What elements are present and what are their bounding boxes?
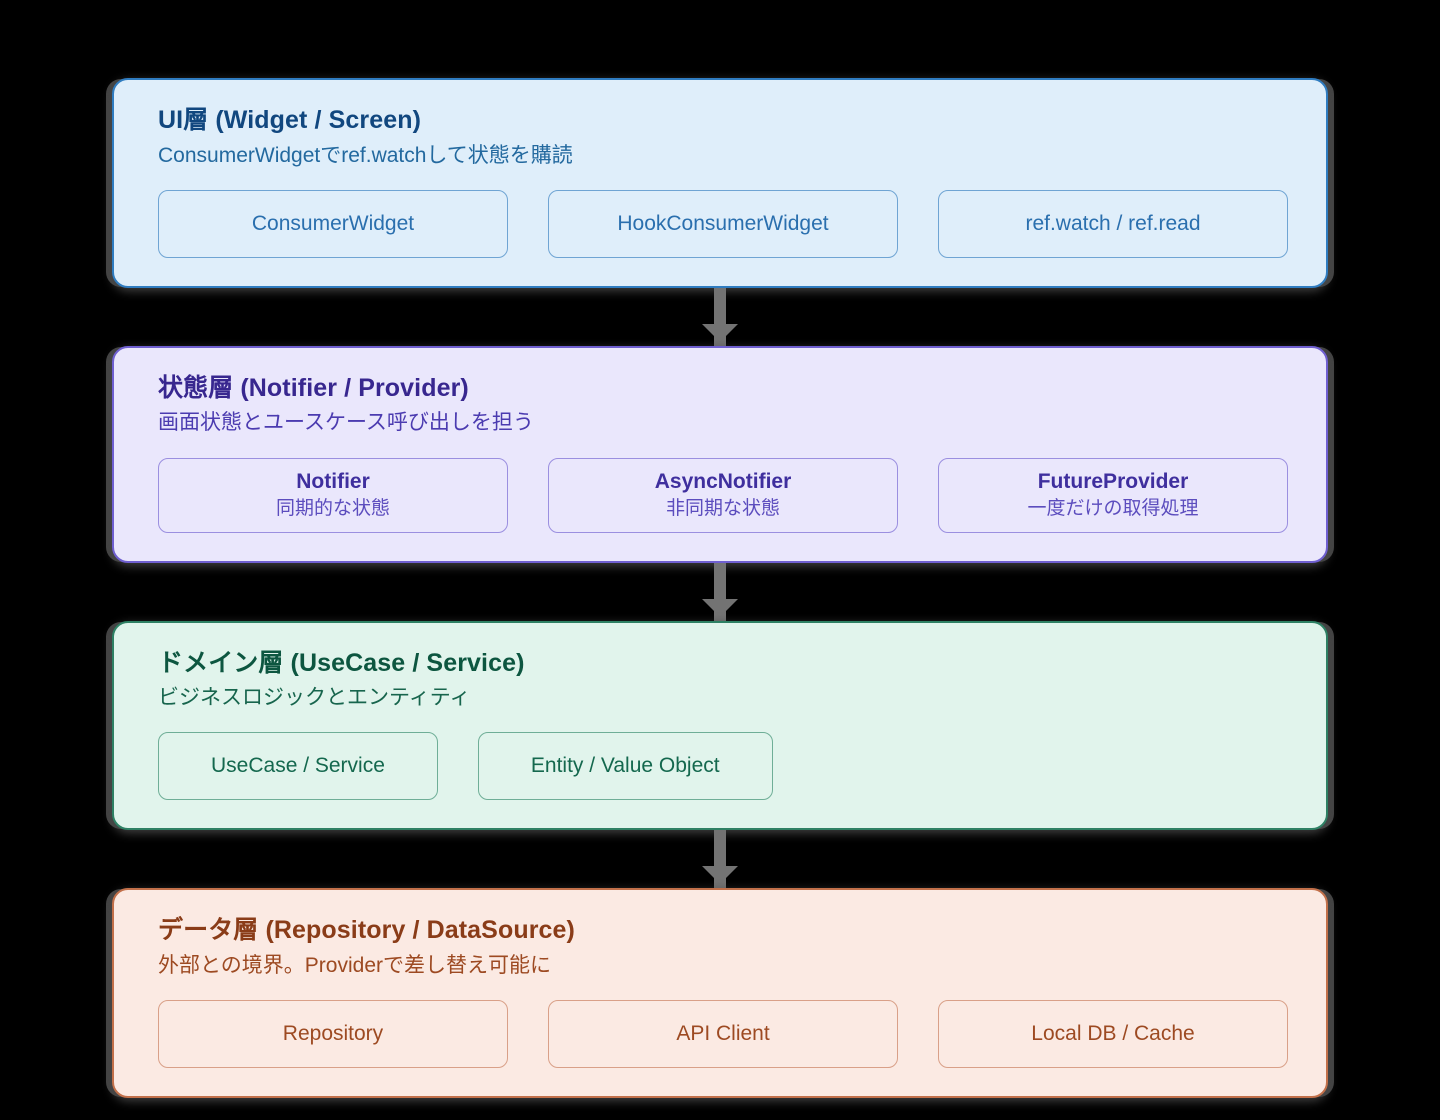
connector-arrow-ui-to-state — [112, 287, 1328, 346]
layer-card-data: データ層 (Repository / DataSource) 外部との境界。Pro… — [112, 888, 1328, 1099]
chip-label: API Client — [676, 1022, 770, 1045]
chip-ui-1[interactable]: HookConsumerWidget — [548, 189, 898, 258]
layer-title-state: 状態層 (Notifier / Provider) — [158, 373, 469, 402]
chip-row-state: Notifier 同期的な状態 AsyncNotifier 非同期な状態 FutureP… — [158, 457, 1288, 533]
layer-title-ui: UI層 (Widget / Screen) — [158, 106, 422, 134]
layer-card-ui: UI層 (Widget / Screen) ConsumerWidgetでref.… — [112, 78, 1328, 288]
chip-ui-2[interactable]: ref.watch / ref.read — [938, 189, 1288, 258]
layer-description-data: 外部との境界。Providerで差し替え可能に — [158, 953, 551, 977]
chip-domain-1[interactable]: Entity / Value Object — [477, 732, 773, 801]
chip-label: AsyncNotifier — [654, 469, 792, 493]
chip-label: HookConsumerWidget — [617, 211, 829, 235]
layer-title-domain: ドメイン層 (UseCase / Service) — [158, 648, 525, 677]
layer-description-state: 画面状態とユースケース呼び出しを担う — [158, 411, 534, 435]
chip-domain-0[interactable]: UseCase / Service — [158, 732, 438, 801]
arrow-head-down-icon — [702, 323, 738, 342]
connector-arrow-state-to-domain — [112, 562, 1328, 621]
chip-data-0[interactable]: Repository — [158, 1000, 508, 1069]
chip-label: Repository — [282, 1022, 384, 1045]
chip-label: Notifier — [296, 469, 370, 493]
chip-label: Entity / Value Object — [530, 754, 720, 778]
chip-label: UseCase / Service — [211, 754, 385, 778]
chip-data-1[interactable]: API Client — [548, 1000, 898, 1069]
chip-label: ref.watch / ref.read — [1025, 211, 1201, 235]
chip-state-1[interactable]: AsyncNotifier 非同期な状態 — [548, 457, 898, 533]
chip-label: ConsumerWidget — [251, 211, 415, 235]
arrow-head-down-icon — [702, 866, 738, 885]
connector-arrow-domain-to-data — [112, 830, 1328, 889]
chip-state-2[interactable]: FutureProvider 一度だけの取得処理 — [938, 457, 1288, 533]
chip-sublabel: 同期的な状態 — [275, 497, 390, 519]
chip-data-2[interactable]: Local DB / Cache — [938, 1000, 1288, 1069]
chip-ui-0[interactable]: ConsumerWidget — [158, 189, 508, 258]
chip-sublabel: 一度だけの取得処理 — [1027, 497, 1199, 519]
chip-label: FutureProvider — [1037, 469, 1189, 493]
chip-row-domain: UseCase / Service Entity / Value Object — [158, 732, 1288, 801]
arrow-head-down-icon — [702, 598, 738, 617]
layer-card-domain: ドメイン層 (UseCase / Service) ビジネスロジックとエンティティ… — [112, 620, 1328, 831]
chip-sublabel: 非同期な状態 — [665, 497, 780, 519]
chip-row-ui: ConsumerWidget HookConsumerWidget ref.watc… — [158, 189, 1288, 258]
layer-description-ui: ConsumerWidgetでref.watchして状態を購読 — [158, 143, 573, 167]
layer-title-data: データ層 (Repository / DataSource) — [158, 916, 575, 945]
layer-description-domain: ビジネスロジックとエンティティ — [158, 686, 471, 710]
layer-card-state: 状態層 (Notifier / Provider) 画面状態とユースケース呼び出し… — [112, 345, 1328, 563]
chip-state-0[interactable]: Notifier 同期的な状態 — [158, 457, 508, 533]
chip-label: Local DB / Cache — [1031, 1022, 1195, 1045]
chip-row-data: Repository API Client Local DB / Cache — [158, 1000, 1288, 1069]
